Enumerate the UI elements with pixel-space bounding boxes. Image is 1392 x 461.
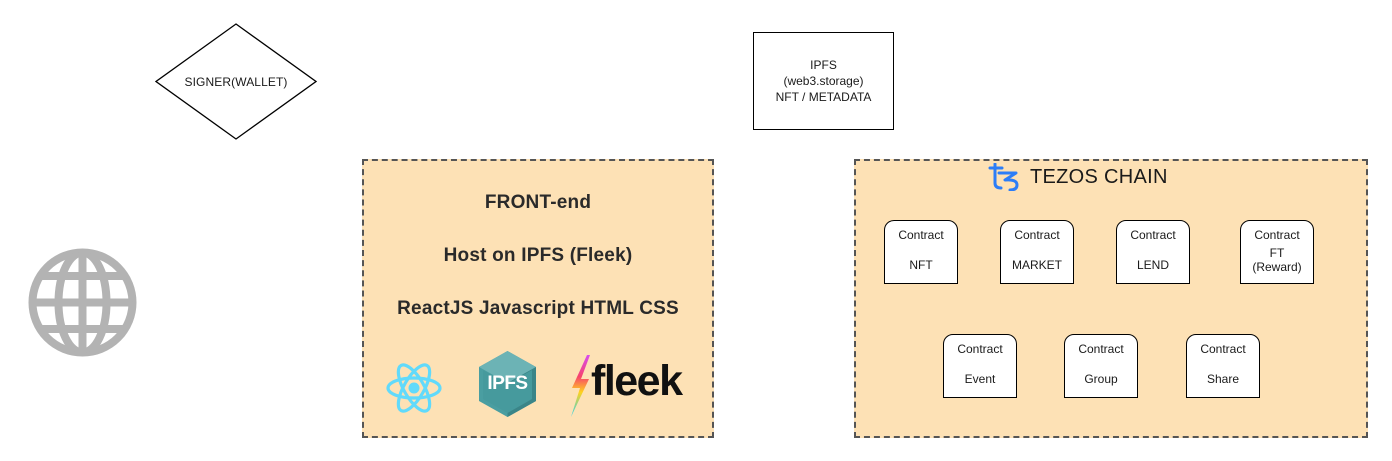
tezos-title: TEZOS CHAIN: [1030, 165, 1168, 188]
contract-card-ft-reward: Contract FT (Reward): [1240, 220, 1314, 284]
contract-label: Contract: [1130, 228, 1176, 242]
contract-card-event: Contract Event: [943, 334, 1017, 398]
fleek-logo: fleek: [567, 353, 683, 419]
contract-card-nft: Contract NFT: [884, 220, 958, 284]
contract-card-group: Contract Group: [1064, 334, 1138, 398]
frontend-panel: FRONT-end Host on IPFS (Fleek) ReactJS J…: [362, 159, 714, 438]
contract-card-lend: Contract LEND: [1116, 220, 1190, 284]
ipfs-storage-service: (web3.storage): [783, 74, 864, 88]
signer-label: SIGNER(WALLET): [184, 74, 288, 89]
contract-name: MARKET: [1011, 258, 1062, 272]
contract-label: Contract: [957, 342, 1003, 356]
tezos-header: TEZOS CHAIN: [986, 162, 1168, 192]
contract-name: NFT: [909, 258, 933, 272]
contract-label: Contract: [1200, 342, 1246, 356]
contract-name: Group: [1084, 372, 1118, 386]
lightning-bolt-icon: [571, 355, 590, 417]
frontend-host: Host on IPFS (Fleek): [443, 245, 633, 266]
contract-label: Contract: [898, 228, 944, 242]
ipfs-storage-box: IPFS (web3.storage) NFT / METADATA: [753, 32, 894, 130]
globe-icon: [27, 247, 138, 358]
ipfs-logo-text: IPFS: [487, 373, 528, 394]
tezos-chain-panel: TEZOS CHAIN Contract NFT Contract MARKET…: [854, 159, 1368, 438]
tezos-logo: [988, 163, 1019, 191]
diamond-shape: [155, 23, 317, 140]
ipfs-storage-title: IPFS: [810, 58, 837, 72]
contract-card-share: Contract Share: [1186, 334, 1260, 398]
contract-name: Share: [1206, 372, 1240, 386]
fleek-logo-text: fleek: [591, 357, 683, 405]
frontend-title: FRONT-end: [484, 192, 592, 213]
frontend-tech-stack: ReactJS Javascript HTML CSS: [397, 298, 679, 319]
contract-name-line1: FT: [1269, 246, 1285, 260]
ipfs-logo: IPFS: [478, 350, 537, 418]
ipfs-storage-content: NFT / METADATA: [775, 90, 872, 104]
contract-label: Contract: [1254, 228, 1300, 242]
signer-wallet-node: SIGNER(WALLET): [155, 23, 317, 140]
contract-label: Contract: [1014, 228, 1060, 242]
contract-name: FT (Reward): [1241, 246, 1313, 274]
contract-name-line2: (Reward): [1252, 260, 1302, 274]
contract-card-market: Contract MARKET: [1000, 220, 1074, 284]
contract-name: Event: [964, 372, 996, 386]
react-logo: [385, 357, 443, 419]
contract-name: LEND: [1136, 258, 1169, 272]
contract-label: Contract: [1078, 342, 1124, 356]
